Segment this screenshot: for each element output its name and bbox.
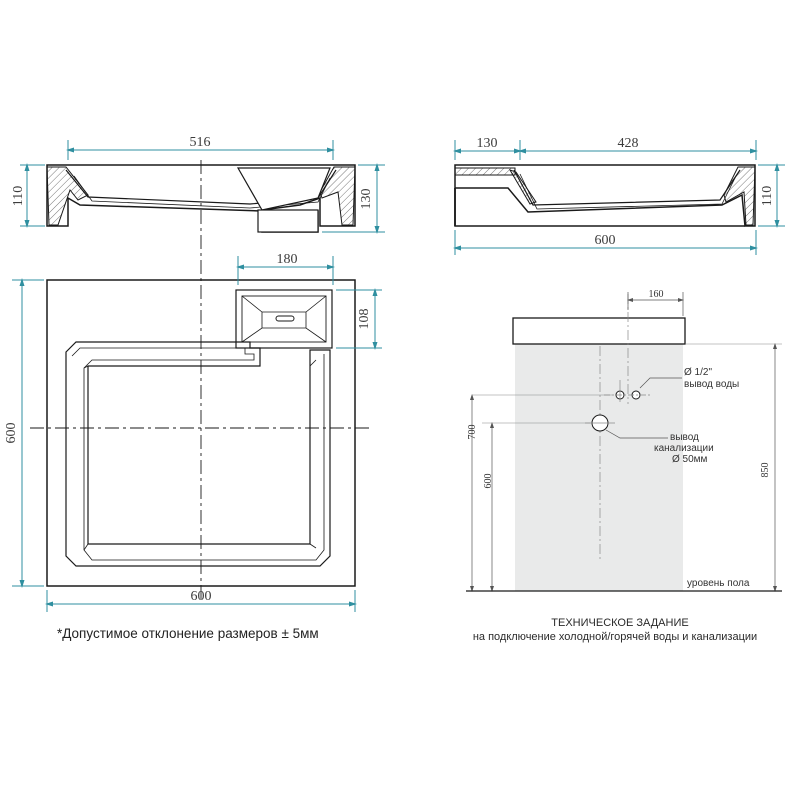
front-bowl-inner [519, 173, 737, 210]
height-850-label: 850 [760, 463, 771, 478]
water-outlet-size: Ø 1/2" [684, 367, 712, 378]
installation-diagram: 160 Ø 1/2" вывод воды вывод канализации … [466, 289, 782, 592]
front-section-view: 130 428 600 110 [453, 136, 785, 255]
front-segment-b-label: 428 [618, 136, 639, 151]
sewer-size: Ø 50мм [672, 454, 708, 465]
front-section-outline [454, 164, 756, 227]
front-bowl-profile [513, 169, 741, 206]
side-width-label: 516 [190, 135, 211, 150]
left-wall-hatch [46, 166, 89, 226]
front-body [454, 188, 745, 227]
drain-funnel [236, 167, 331, 211]
sewer-label-1: вывод [670, 432, 699, 443]
drain-pipe [257, 209, 319, 233]
plan-bowl-outer [65, 341, 331, 567]
side-left-height-label: 110 [11, 186, 26, 206]
front-width-label: 600 [595, 233, 616, 248]
front-height-label: 110 [760, 186, 775, 206]
plan-drain-slot [275, 315, 295, 322]
bowl-inner-profile [73, 175, 331, 209]
sewer-label-2: канализации [654, 443, 714, 454]
basin-elevation [512, 317, 686, 345]
plan-view: 180 108 600 600 [4, 160, 382, 612]
water-outlet-label: вывод воды [684, 379, 739, 390]
spec-subtitle: на подключение холодной/горячей воды и к… [473, 631, 757, 643]
spec-title: ТЕХНИЧЕСКОЕ ЗАДАНИЕ [551, 617, 688, 629]
bowl-profile [65, 169, 337, 205]
tolerance-note: *Допустимое отклонение размеров ± 5мм [57, 626, 319, 641]
plan-depth-label: 600 [4, 423, 19, 444]
plan-bowl-inner [71, 347, 325, 561]
wall-area [515, 341, 683, 591]
front-top-band [454, 167, 516, 176]
offset-label: 160 [649, 289, 664, 300]
plan-drain-width-label: 180 [277, 252, 298, 267]
floor-label: уровень пола [687, 578, 750, 589]
height-600-label: 600 [483, 474, 494, 489]
height-700-label: 700 [467, 425, 478, 440]
plan-width-label: 600 [191, 589, 212, 604]
side-section-view: 516 110 130 [11, 135, 385, 234]
front-segment-a-label: 130 [477, 136, 498, 151]
plan-drain-depth-label: 108 [357, 309, 372, 330]
side-right-height-label: 130 [359, 189, 374, 210]
